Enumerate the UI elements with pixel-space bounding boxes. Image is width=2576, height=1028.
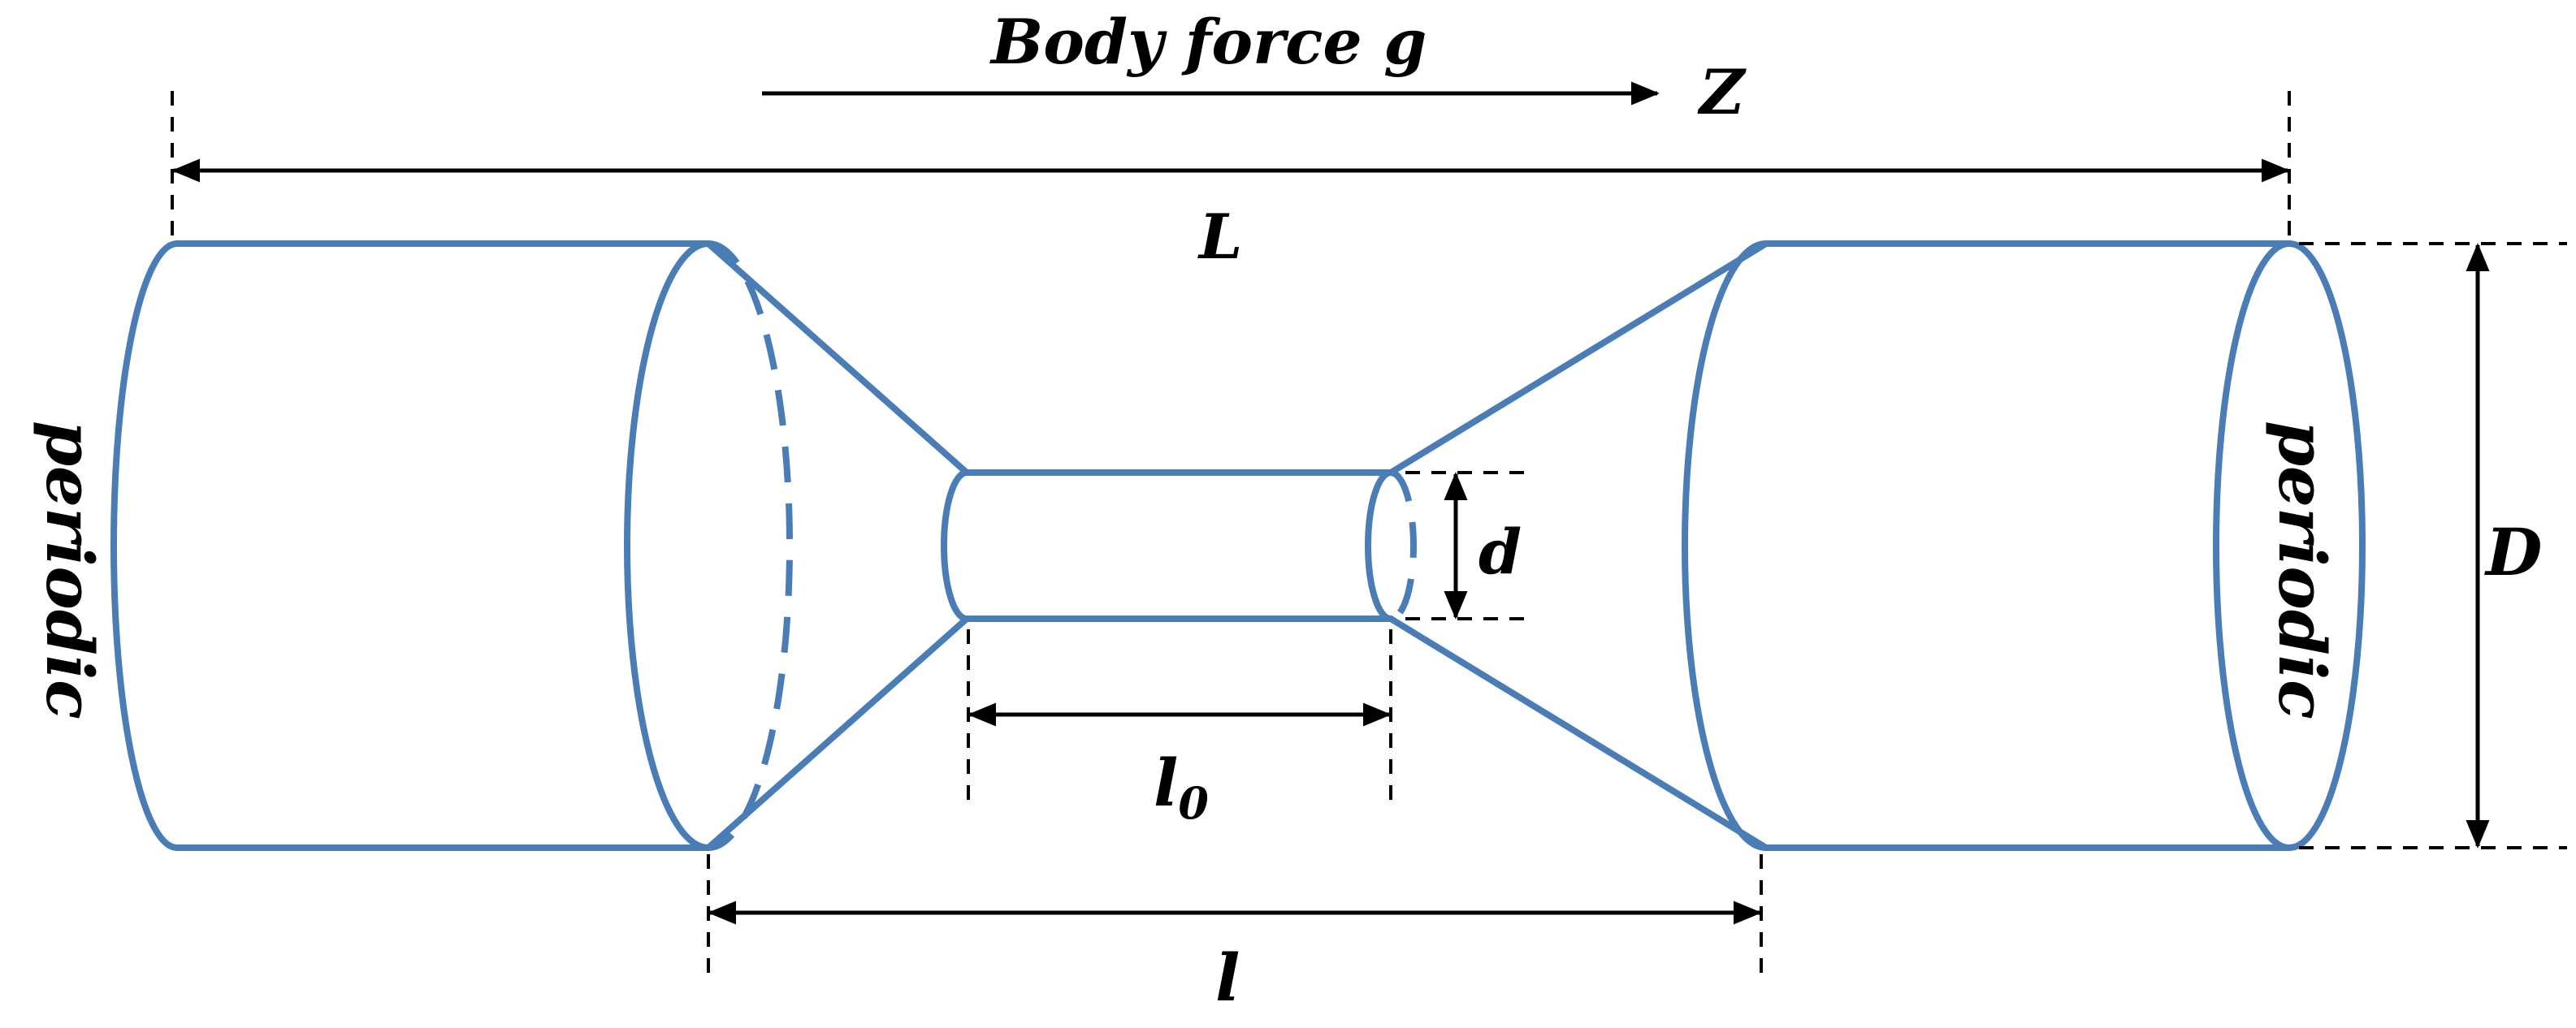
left-cylinder-end-back-arc xyxy=(708,240,793,851)
left-cylinder xyxy=(110,240,793,851)
l-label: l xyxy=(1215,939,1240,1016)
right-cylinder-outlet-ellipse xyxy=(2213,240,2366,851)
z-axis-label: Z xyxy=(1697,56,1747,128)
L-label: L xyxy=(1197,201,1242,273)
throat-left-arc xyxy=(941,469,970,622)
d-label: d xyxy=(1478,516,1522,588)
throat-right-back-arc xyxy=(1390,469,1417,622)
throat-tube xyxy=(941,469,1417,622)
right-cone-bottom-edge xyxy=(1388,616,1769,851)
right-cylinder xyxy=(1682,240,2366,851)
body-force-label: Body force g xyxy=(989,6,1427,78)
left-cylinder-inlet-arc xyxy=(110,240,180,851)
throat-right-front-arc xyxy=(1365,469,1394,622)
right-cylinder-start-arc xyxy=(1682,240,1769,851)
left-cone-bottom-edge xyxy=(705,616,970,851)
left-cone xyxy=(705,240,970,851)
left-cylinder-end-front-arc xyxy=(624,240,712,851)
right-cone xyxy=(1388,240,1769,851)
l0-label-subscript: 0 xyxy=(1178,777,1209,829)
l0-label-main: l xyxy=(1154,745,1178,821)
periodic-right-label: periodic xyxy=(2264,421,2340,719)
D-label: D xyxy=(2484,514,2542,590)
left-cone-top-edge xyxy=(705,240,970,476)
periodic-left-label: periodic xyxy=(32,421,108,719)
l0-label: l0 xyxy=(1154,745,1209,829)
right-cone-top-edge xyxy=(1388,240,1769,476)
